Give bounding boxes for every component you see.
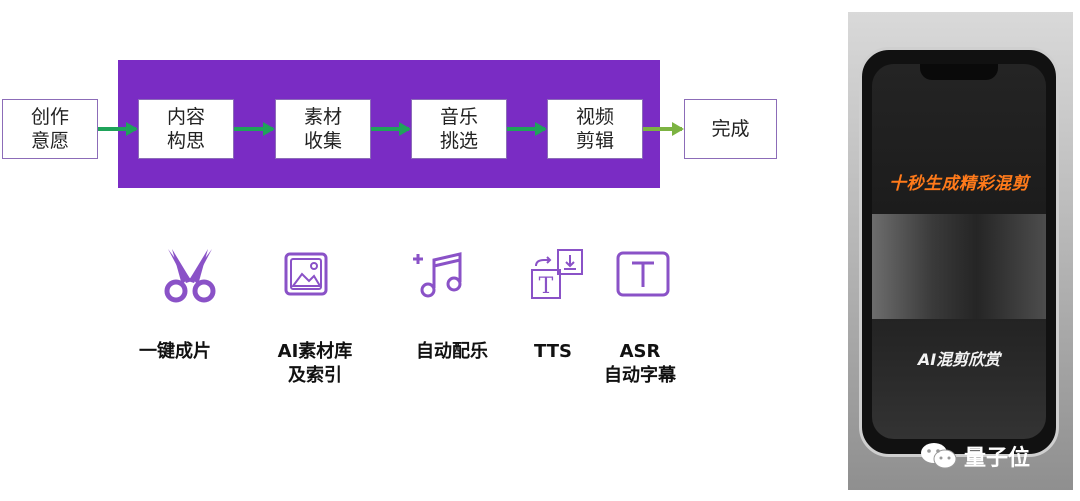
- step-box-concept: 内容 构思: [138, 99, 234, 159]
- step-box-edit: 视频 剪辑: [547, 99, 643, 159]
- watermark: 量子位: [920, 440, 1030, 472]
- text-to-speech-icon: T: [531, 249, 583, 299]
- phone-panel: 十秒生成精彩混剪 AI混剪欣赏: [848, 12, 1073, 490]
- phone-screen: 十秒生成精彩混剪 AI混剪欣赏: [872, 64, 1046, 439]
- flow-arrow-4: [507, 122, 547, 136]
- step-box-music: 音乐 挑选: [411, 99, 507, 159]
- flow-arrow-2: [234, 122, 275, 136]
- feature-label-one-click: 一键成片: [139, 341, 211, 362]
- scissors-icon: [164, 249, 216, 303]
- wechat-icon: [921, 443, 957, 469]
- feature-label-asr: ASR 自动字幕: [604, 341, 676, 386]
- text-box-icon: [616, 251, 670, 297]
- feature-label-auto-music: 自动配乐: [416, 341, 488, 362]
- image-gallery-icon: [284, 252, 328, 296]
- phone-caption: AI混剪欣赏: [917, 350, 1001, 369]
- step-box-material: 素材 收集: [275, 99, 371, 159]
- feature-label-ai-library: AI素材库 及索引: [277, 341, 353, 386]
- step-box-done: 完成: [684, 99, 777, 159]
- phone-body: 十秒生成精彩混剪 AI混剪欣赏: [859, 47, 1059, 457]
- svg-text:T: T: [539, 274, 554, 299]
- step-box-intent: 创作 意愿: [2, 99, 98, 159]
- flow-arrow-1: [98, 122, 138, 136]
- phone-notch: [920, 64, 998, 80]
- flow-arrow-3: [371, 122, 411, 136]
- flow-arrow-5: [643, 122, 684, 136]
- feature-label-tts: TTS: [534, 341, 572, 362]
- video-frame: [872, 214, 1046, 319]
- watermark-text: 量子位: [964, 446, 1031, 471]
- phone-headline: 十秒生成精彩混剪: [889, 174, 1029, 194]
- music-add-icon: [413, 252, 462, 298]
